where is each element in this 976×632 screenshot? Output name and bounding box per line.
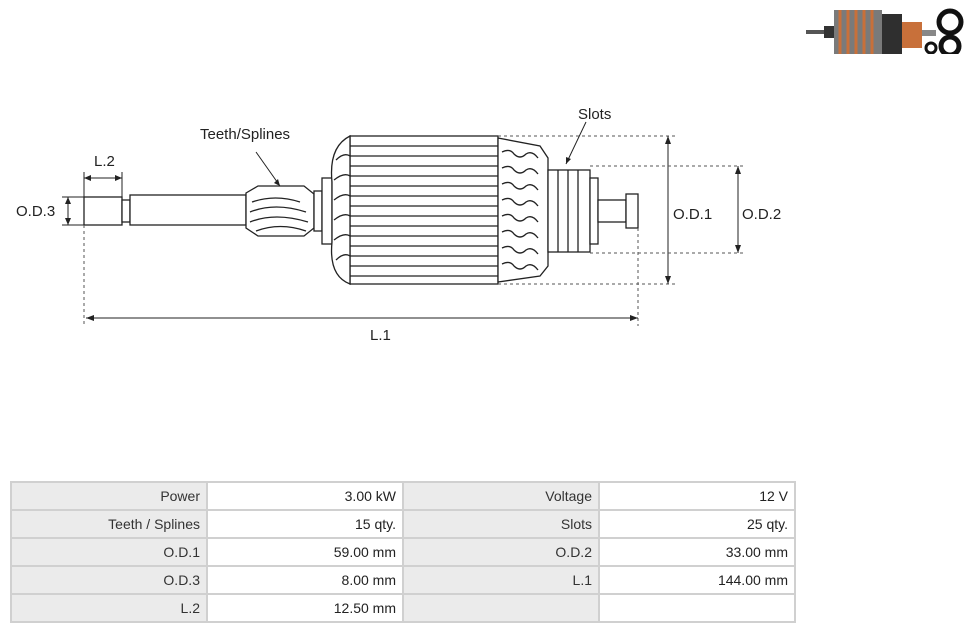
spec-label: O.D.2 xyxy=(402,537,600,567)
armature-technical-drawing: L.2 O.D.3 Teeth/Splines Slots O.D.1 O.D.… xyxy=(16,106,781,344)
spec-value: 33.00 mm xyxy=(598,537,796,567)
shaft xyxy=(129,194,247,226)
table-row: Power 3.00 kW Voltage 12 V xyxy=(10,481,796,511)
spec-label: Teeth / Splines xyxy=(10,509,208,539)
spec-value xyxy=(598,593,796,623)
table-row: L.2 12.50 mm xyxy=(10,593,796,623)
spec-label: Voltage xyxy=(402,481,600,511)
table-row: O.D.3 8.00 mm L.1 144.00 mm xyxy=(10,565,796,595)
spec-value: 8.00 mm xyxy=(206,565,404,595)
armature-photo-thumbnail xyxy=(806,8,964,54)
table-row: O.D.1 59.00 mm O.D.2 33.00 mm xyxy=(10,537,796,567)
table-row: Teeth / Splines 15 qty. Slots 25 qty. xyxy=(10,509,796,539)
specification-table: Power 3.00 kW Voltage 12 V Teeth / Splin… xyxy=(10,481,796,623)
right-shaft-tip xyxy=(625,193,639,229)
commutator-ring xyxy=(589,177,599,245)
spec-label: Power xyxy=(10,481,208,511)
spec-label: Slots xyxy=(402,509,600,539)
label-slots: Slots xyxy=(578,106,611,123)
spec-value: 59.00 mm xyxy=(206,537,404,567)
spec-label: L.1 xyxy=(402,565,600,595)
spec-label xyxy=(402,593,600,623)
spec-label: L.2 xyxy=(10,593,208,623)
spec-value: 12 V xyxy=(598,481,796,511)
spec-value: 12.50 mm xyxy=(206,593,404,623)
spec-value: 3.00 kW xyxy=(206,481,404,511)
left-winding-end xyxy=(330,134,351,285)
label-l2: L.2 xyxy=(94,153,115,170)
label-od3: O.D.3 xyxy=(16,203,55,220)
label-od1: O.D.1 xyxy=(673,206,712,223)
shaft-step xyxy=(121,199,131,223)
spec-value: 15 qty. xyxy=(206,509,404,539)
spline-collar xyxy=(313,190,323,232)
spec-label: O.D.1 xyxy=(10,537,208,567)
armature-core xyxy=(349,135,499,285)
commutator xyxy=(547,169,591,253)
label-teeth-splines: Teeth/Splines xyxy=(200,126,290,143)
label-od2: O.D.2 xyxy=(742,206,781,223)
spec-value: 25 qty. xyxy=(598,509,796,539)
spec-value: 144.00 mm xyxy=(598,565,796,595)
core-collar xyxy=(321,177,333,245)
spec-label: O.D.3 xyxy=(10,565,208,595)
shaft-tip xyxy=(83,196,123,226)
label-l1: L.1 xyxy=(370,327,391,344)
right-winding-end xyxy=(497,137,549,283)
right-shaft xyxy=(597,199,627,223)
